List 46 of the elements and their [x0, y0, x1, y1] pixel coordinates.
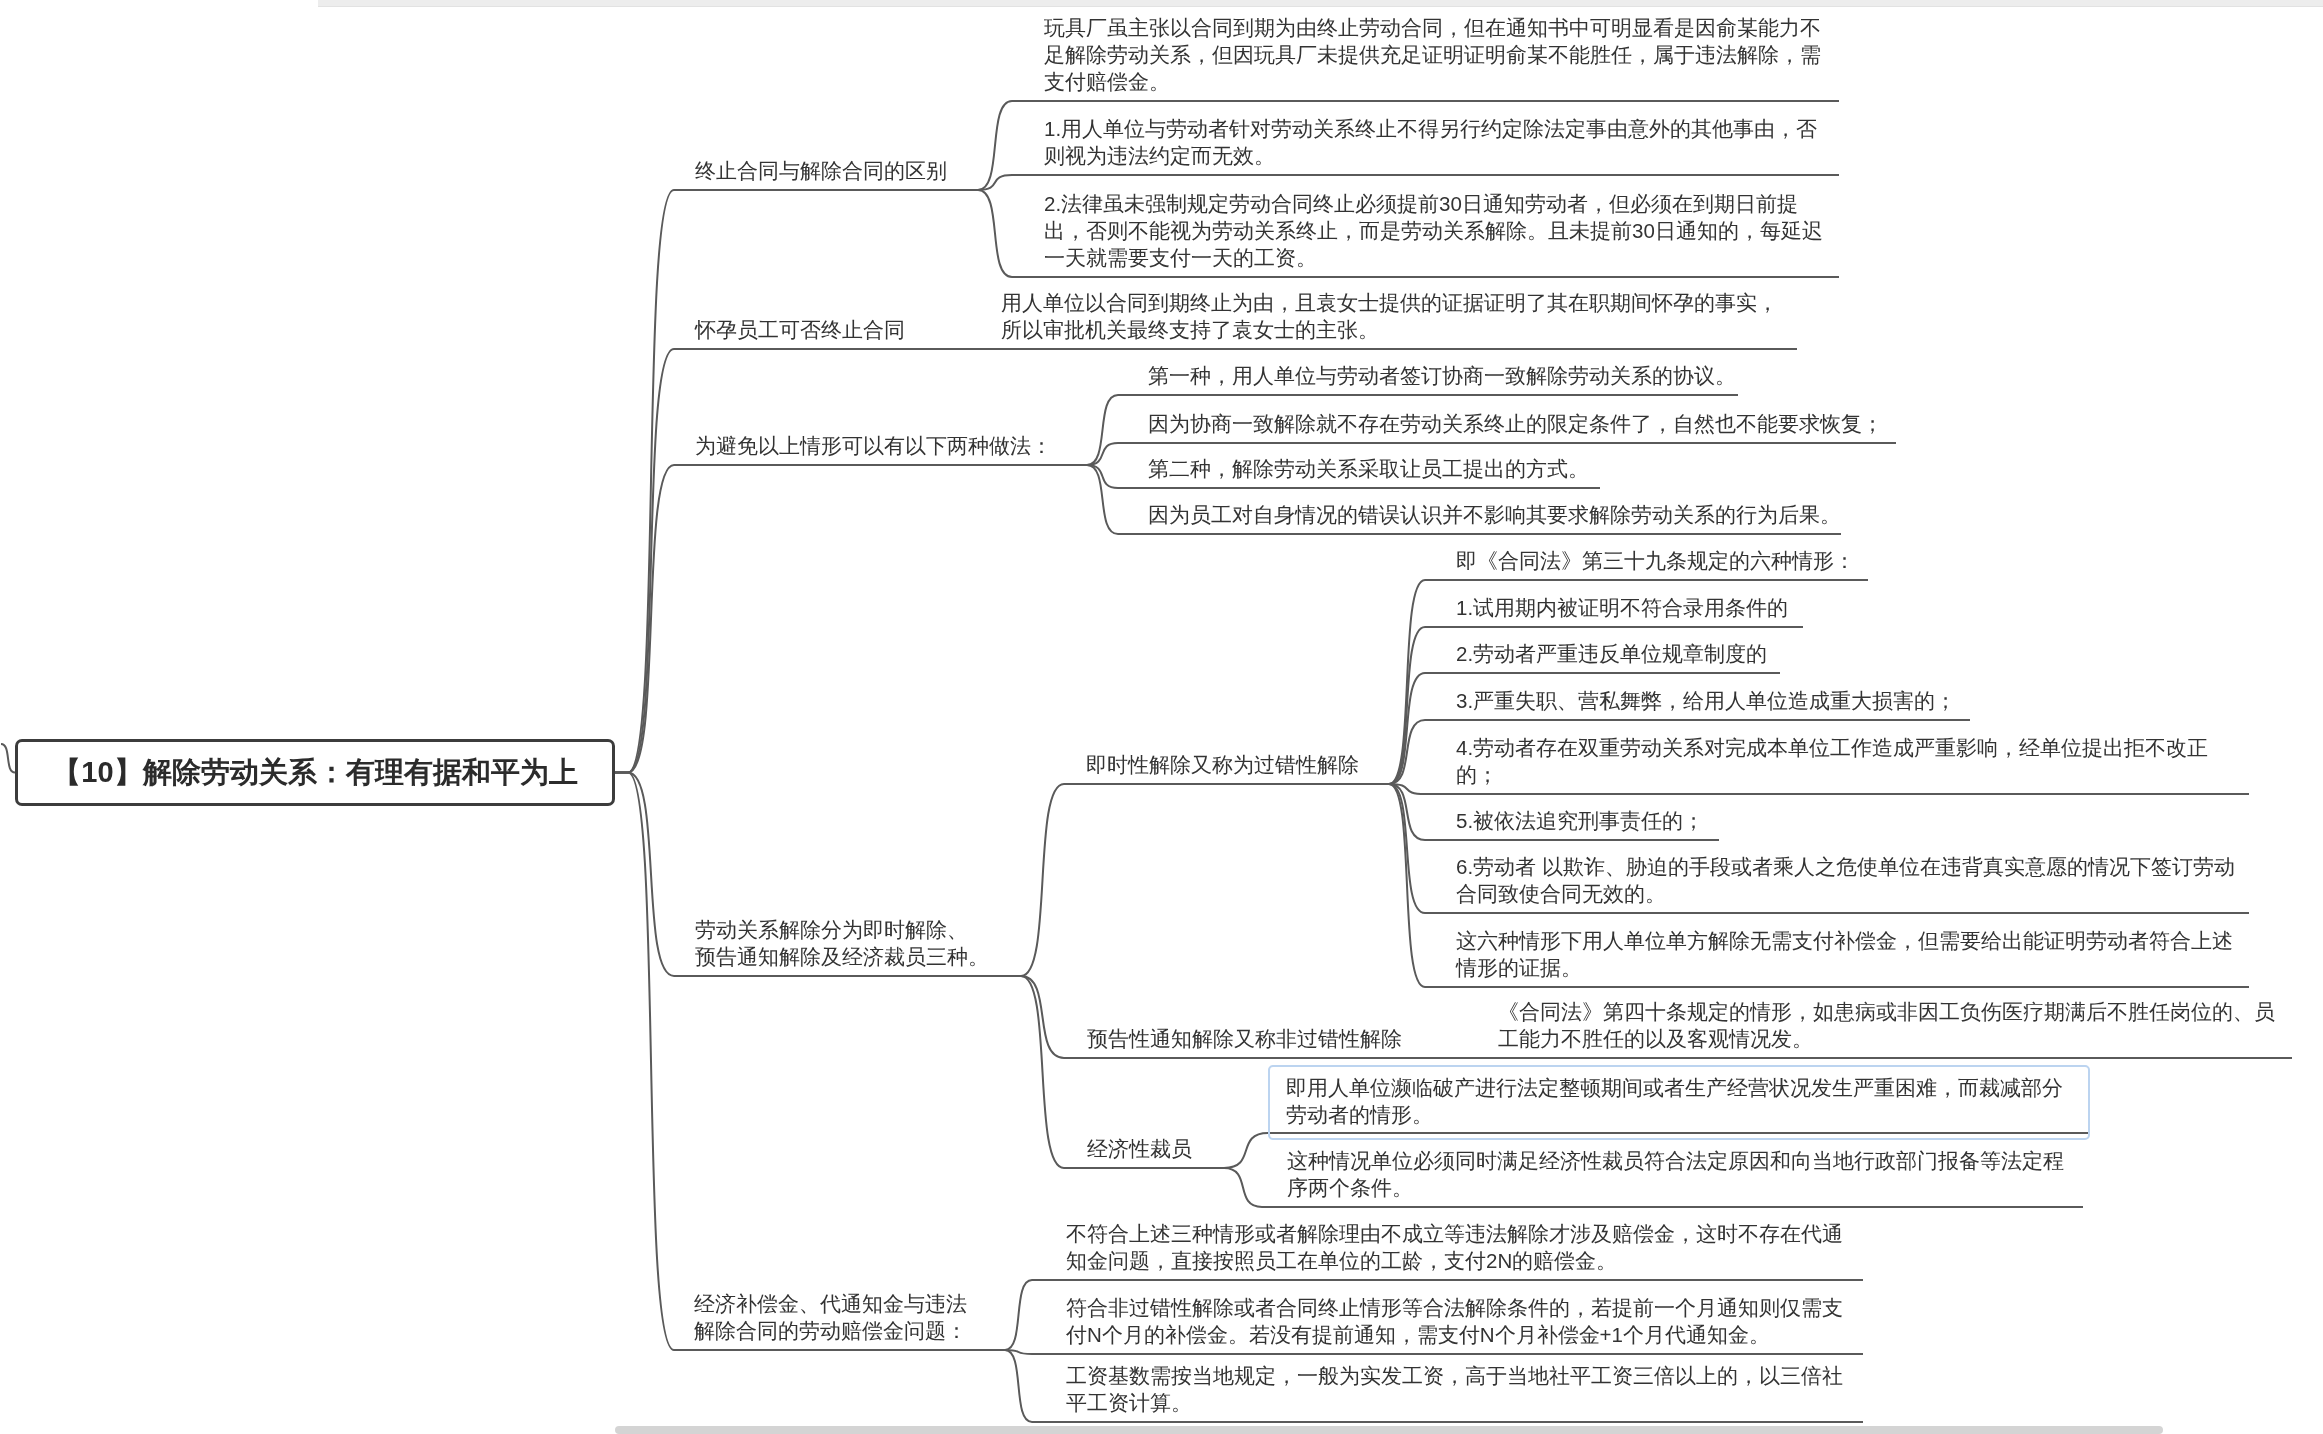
- topic-text: 用人单位以合同到期终止为由，且袁女士提供的证据证明了其在职期间怀孕的事实，所以审批机关最终支持了袁女士的主张。: [993, 289, 1797, 350]
- branch-line: [1004, 1349, 1033, 1423]
- topic-text: 《合同法》第四十条规定的情形，如患病或非因工负伤医疗期满后不胜任岗位的、员工能力不胜任的以及客观情况发。: [1428, 998, 2292, 1059]
- topic-text: 1.试用期内被证明不符合录用条件的: [1425, 594, 1803, 628]
- topic-text: 1.用人单位与劳动者针对劳动关系终止不得另行约定除法定事由意外的其他事由，否则视为违法约定而无效。: [1012, 115, 1839, 176]
- topic-text: 符合非过错性解除或者合同终止情形等合法解除条件的，若提前一个月通知则仅需支付N个月的补偿金。若没有提前通知，需支付N个月补偿金+1个月代通知金。: [1032, 1294, 1863, 1355]
- topic-text: 这种情况单位必须同时满足经济性裁员符合法定原因和向当地行政部门报备等法定程序两个条件。: [1262, 1147, 2083, 1208]
- topic-text: 预告性通知解除又称非过错性解除: [1064, 1025, 1420, 1059]
- topic-text: 5.被依法追究刑事责任的；: [1425, 807, 1719, 841]
- topic-text: 2.法律虽未强制规定劳动合同终止必须提前30日通知劳动者，但必须在到期日前提出，否则不能视为劳动关系终止，而是劳动关系解除。且未提前30日通知的，每延迟一天就需要支付一天的工资。: [1012, 190, 1839, 278]
- topic-text: 劳动关系解除分为即时解除、预告通知解除及经济裁员三种。: [674, 916, 1021, 977]
- topic-text: 3.严重失职、营私舞弊，给用人单位造成重大损害的；: [1425, 687, 1970, 721]
- branch-line: [1223, 1167, 1263, 1208]
- topic-text: 怀孕员工可否终止合同: [674, 316, 985, 350]
- branch-line: [0, 743, 16, 774]
- topic-text: 工资基数需按当地规定，一般为实发工资，高于当地社平工资三倍以上的，以三倍社平工资计算。: [1032, 1362, 1863, 1423]
- branch-line: [1388, 783, 1426, 988]
- branch-line: [977, 100, 1013, 191]
- topic-text: 6.劳动者 以欺诈、胁迫的手段或者乘人之危使单位在违背真实意愿的情况下签订劳动合同致使合同无效的。: [1425, 853, 2249, 914]
- selected-topic-text: 即用人单位濒临破产进行法定整顿期间或者生产经营状况发生严重困难，而裁减部分劳动者的情形。: [1268, 1065, 2090, 1140]
- topic-text: 不符合上述三种情形或者解除理由不成立等违法解除才涉及赔偿金，这时不存在代通知金问题，直接按照员工在单位的工龄，支付2N的赔偿金。: [1032, 1220, 1863, 1281]
- topic-text: 因为员工对自身情况的错误认识并不影响其要求解除劳动关系的行为后果。: [1118, 501, 1841, 535]
- topic-text: 第二种，解除劳动关系采取让员工提出的方式。: [1118, 455, 1600, 489]
- topic-text: 这六种情形下用人单位单方解除无需支付补偿金，但需要给出能证明劳动者符合上述情形的证据。: [1425, 927, 2249, 988]
- branch-line: [1020, 975, 1065, 1169]
- topic-text: 经济补偿金、代通知金与违法解除合同的劳动赔偿金问题：: [674, 1290, 1005, 1351]
- branch-line: [1388, 626, 1426, 785]
- branch-line: [1419, 1057, 1429, 1059]
- topic-text: 即时性解除又称为过错性解除: [1064, 751, 1389, 785]
- branch-line: [1086, 464, 1119, 535]
- topic-text: 因为协商一致解除就不存在劳动关系终止的限定条件了，自然也不能要求恢复；: [1118, 410, 1896, 444]
- topic-text: 第一种，用人单位与劳动者签订协商一致解除劳动关系的协议。: [1118, 362, 1738, 396]
- topic-text: 经济性裁员: [1064, 1135, 1224, 1169]
- branch-line: [1388, 783, 1426, 914]
- branch-line: [1004, 1279, 1033, 1351]
- branch-line: [1020, 783, 1065, 977]
- central-topic-box: 【10】解除劳动关系：有理有据和平为上: [15, 739, 615, 806]
- topic-text: 为避免以上情形可以有以下两种做法：: [674, 432, 1087, 466]
- topic-text: 玩具厂虽主张以合同到期为由终止劳动合同，但在通知书中可明显看是因俞某能力不足解除劳动关系，但因玩具厂未提供充足证明证明俞某不能胜任，属于违法解除，需支付赔偿金。: [1012, 14, 1839, 102]
- topic-text: 终止合同与解除合同的区别: [674, 157, 978, 191]
- branch-line: [984, 348, 994, 350]
- branch-line: [977, 189, 1013, 278]
- branch-line: [1004, 1349, 1033, 1355]
- topic-text: 即《合同法》第三十九条规定的六种情形：: [1425, 547, 1868, 581]
- topic-text: 2.劳动者严重违反单位规章制度的: [1425, 640, 1780, 674]
- topic-text: 4.劳动者存在双重劳动关系对完成本单位工作造成严重影响，经单位提出拒不改正的；: [1425, 734, 2249, 795]
